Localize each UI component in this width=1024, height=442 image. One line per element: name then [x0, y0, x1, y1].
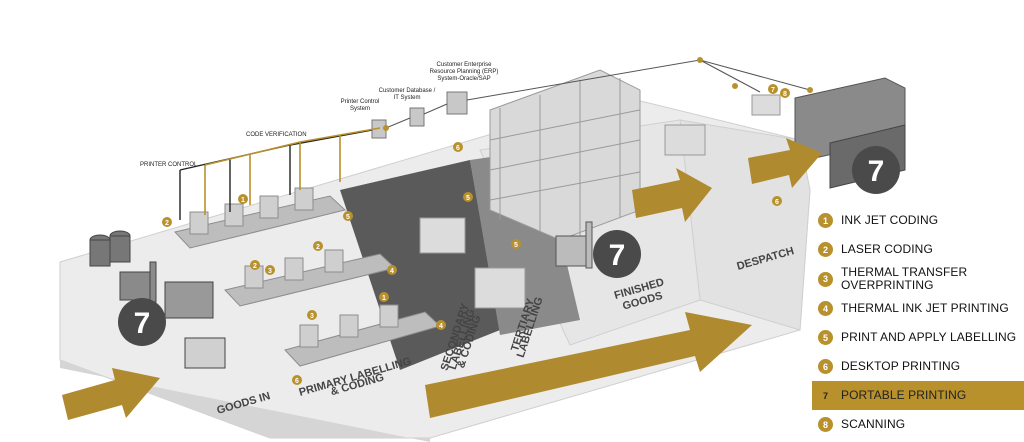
- legend-label: THERMAL INK JET PRINTING: [841, 301, 1009, 315]
- legend-item-7: 7 PORTABLE PRINTING: [812, 381, 1024, 410]
- secondary-zone: [340, 160, 500, 370]
- legend-number-badge: 5: [818, 330, 833, 345]
- svg-text:5: 5: [466, 195, 470, 202]
- svg-text:5: 5: [514, 242, 518, 249]
- legend-label: PRINT AND APPLY LABELLING: [841, 330, 1017, 344]
- legend-label: PORTABLE PRINTING: [841, 388, 967, 402]
- forklift-finished-goods: [555, 221, 593, 269]
- arrow-goods-in: [62, 368, 160, 420]
- warehouse-rack: [489, 69, 641, 241]
- portable-printing-badge-despatch: 7: [852, 146, 900, 194]
- svg-text:8: 8: [783, 91, 787, 98]
- legend-number-badge: 4: [818, 301, 833, 316]
- legend-number-badge: 8: [818, 417, 833, 432]
- svg-text:7: 7: [609, 239, 626, 272]
- legend-label: THERMAL TRANSFER OVERPRINTING: [841, 265, 968, 292]
- legend-item-3: 3 THERMAL TRANSFER OVERPRINTING: [812, 264, 1024, 294]
- database-label: Customer Database /IT System: [379, 88, 436, 101]
- database-system: [409, 107, 425, 127]
- svg-text:4: 4: [439, 323, 443, 330]
- legend-label: INK JET CODING: [841, 213, 939, 227]
- arrow-main-flow: [425, 312, 752, 418]
- svg-text:7: 7: [868, 155, 885, 188]
- svg-text:7: 7: [771, 87, 775, 94]
- legend-number-badge: 2: [818, 242, 833, 257]
- legend-item-2: 2 LASER CODING: [812, 235, 1024, 264]
- goods-in-stock: [89, 230, 226, 369]
- legend-label: DESKTOP PRINTING: [841, 359, 961, 373]
- svg-text:2: 2: [316, 244, 320, 251]
- pallet-stack: [419, 94, 781, 309]
- legend-label: SCANNING: [841, 417, 906, 431]
- legend-item-1: 1 INK JET CODING: [812, 206, 1024, 235]
- portable-printing-badge-finished-goods: 7: [593, 230, 641, 278]
- svg-text:4: 4: [390, 268, 394, 275]
- erp-system: [446, 91, 468, 115]
- legend-label: LASER CODING: [841, 242, 933, 256]
- legend-number-badge: 1: [818, 213, 833, 228]
- svg-text:3: 3: [310, 313, 314, 320]
- legend-item-8: 8 SCANNING: [812, 410, 1024, 439]
- svg-text:6: 6: [775, 199, 779, 206]
- arrow-despatch: [748, 138, 822, 188]
- svg-text:3: 3: [268, 268, 272, 275]
- network-nodes: [383, 57, 813, 131]
- legend-number-badge: 7: [818, 388, 833, 403]
- legend-item-5: 5 PRINT AND APPLY LABELLING: [812, 323, 1024, 352]
- primary-line-2: [224, 249, 397, 307]
- svg-text:1: 1: [241, 197, 245, 204]
- station-markers: 1 2 5 2 2 3 4 1 3 4 6 6 5 5 6 7 8: [162, 84, 790, 385]
- code-verification-lines: [204, 127, 381, 215]
- svg-text:7: 7: [134, 307, 151, 340]
- legend-number-badge: 6: [818, 359, 833, 374]
- legend-item-4: 4 THERMAL INK JET PRINTING: [812, 294, 1024, 323]
- arrow-finished-goods: [632, 168, 712, 222]
- legend-number-badge: 3: [818, 271, 833, 287]
- portable-printing-badge-goods-in: 7: [118, 298, 166, 346]
- code-verification-label: CODE VERIFICATION: [246, 132, 307, 138]
- svg-text:2: 2: [165, 220, 169, 227]
- svg-text:1: 1: [382, 295, 386, 302]
- svg-text:6: 6: [456, 145, 460, 152]
- printer-control-label: PRINTER CONTROL: [140, 162, 198, 168]
- svg-text:6: 6: [295, 378, 299, 385]
- svg-text:5: 5: [346, 214, 350, 221]
- forklift-goods-in: [119, 261, 157, 303]
- svg-text:2: 2: [253, 263, 257, 270]
- legend-item-6: 6 DESKTOP PRINTING: [812, 352, 1024, 381]
- primary-line-1: [174, 187, 347, 249]
- legend: 1 INK JET CODING 2 LASER CODING 3 THERMAL TRA…: [812, 206, 1024, 439]
- floor-edge: [60, 360, 430, 442]
